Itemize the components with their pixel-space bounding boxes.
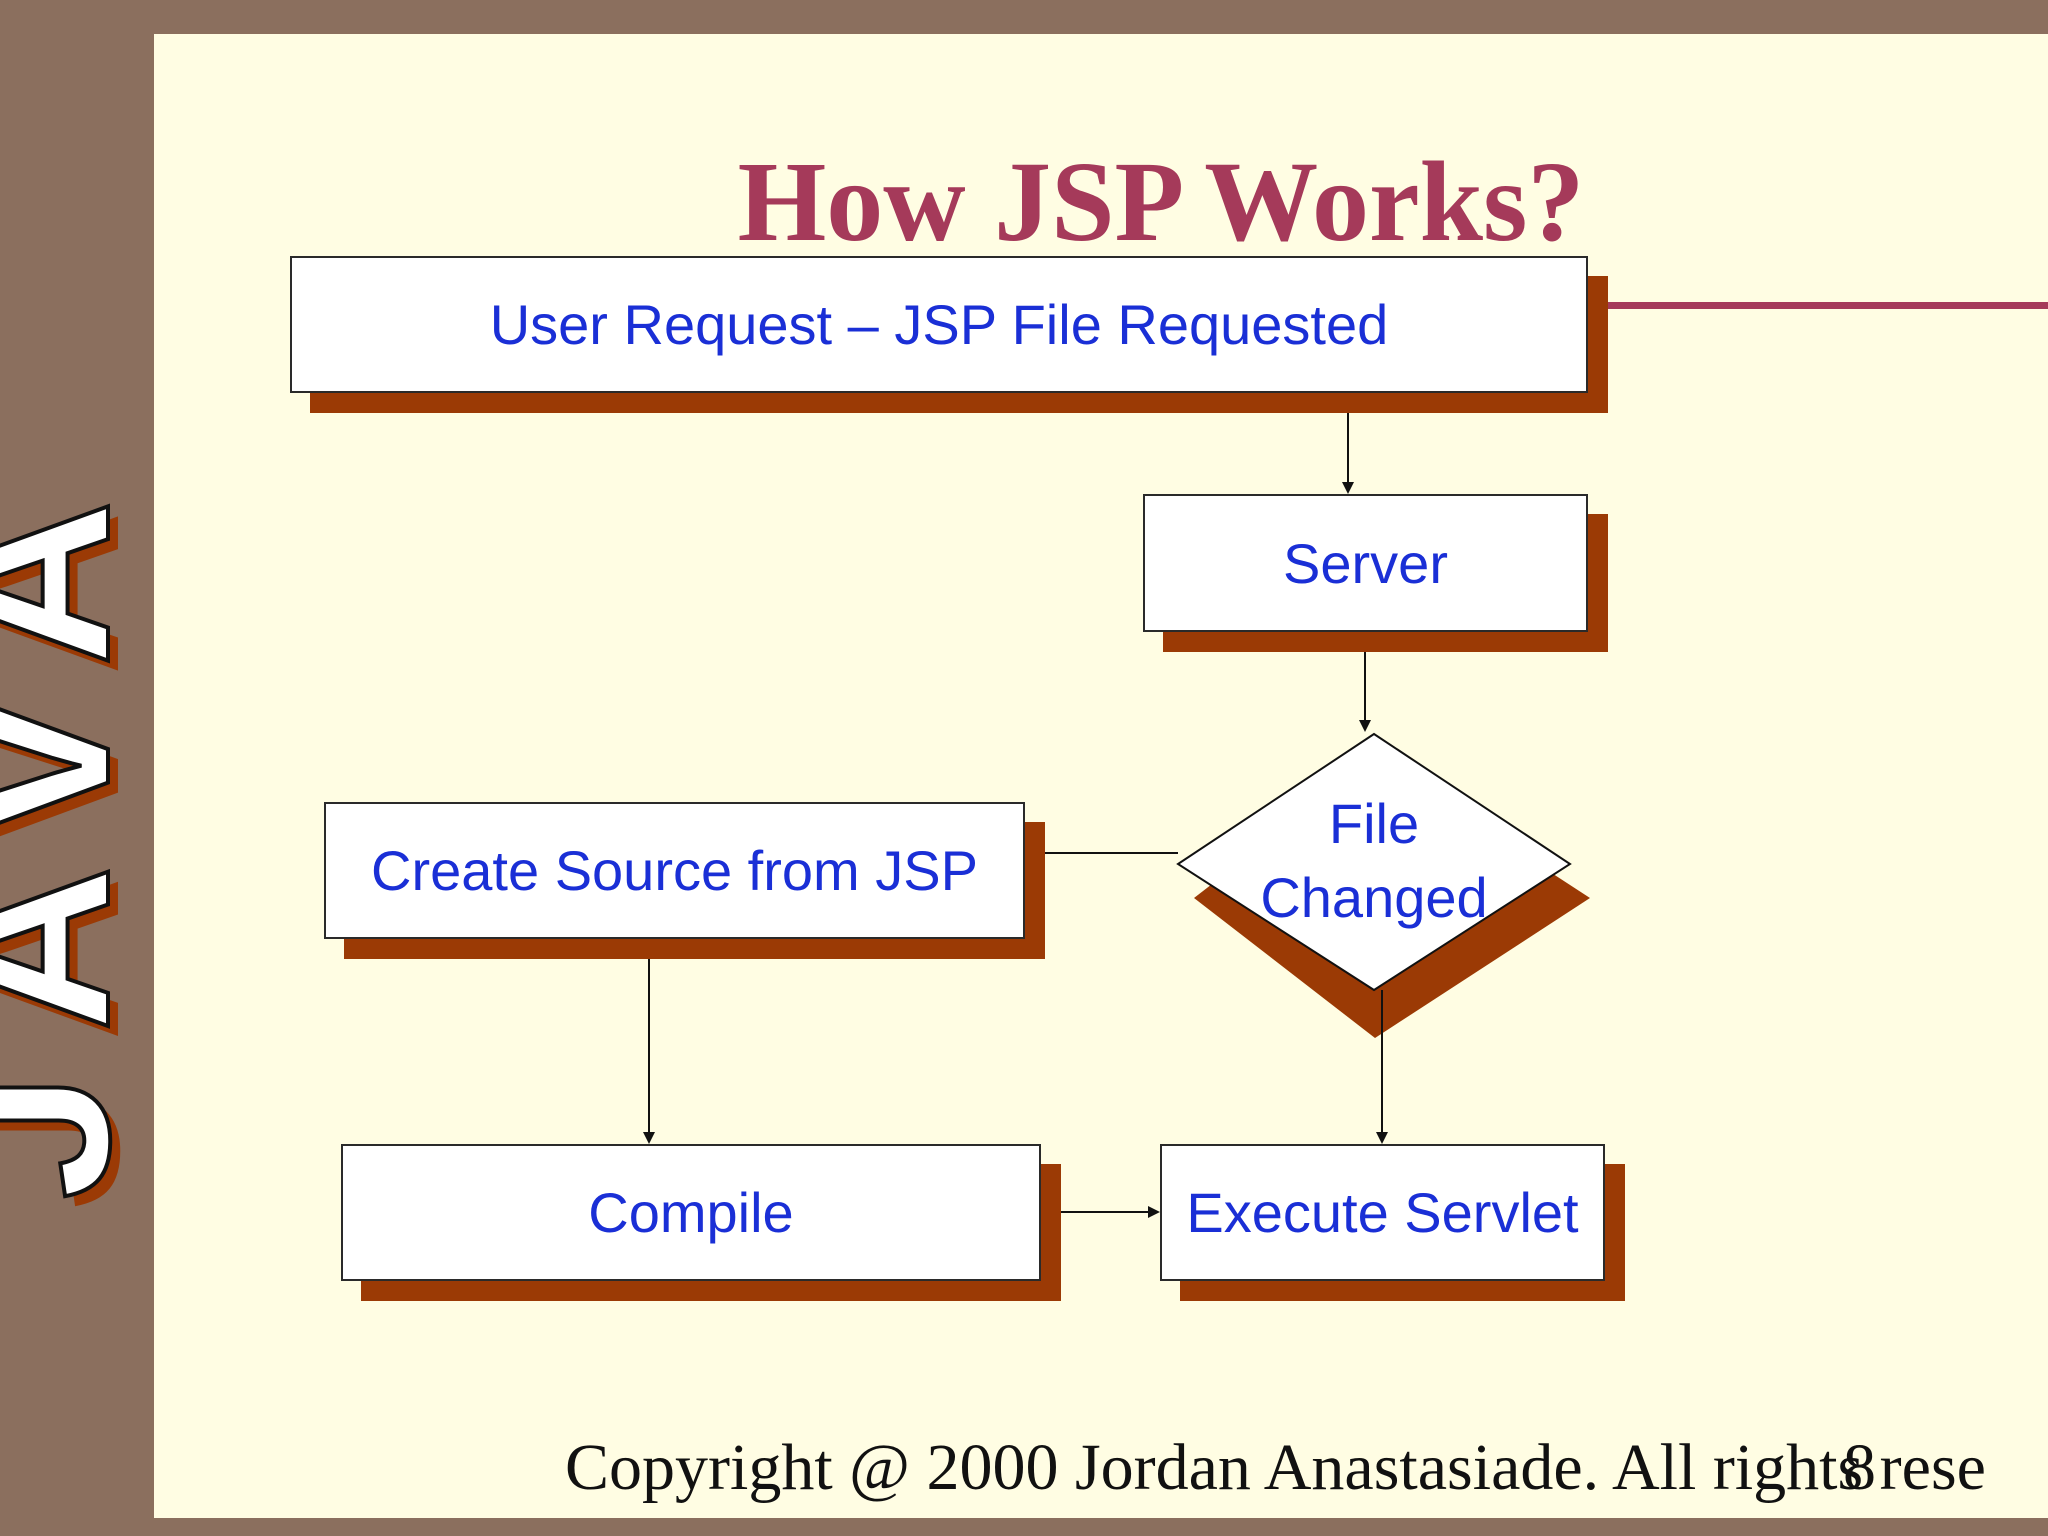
- node-server-label: Server: [1283, 531, 1448, 595]
- node-create-source: Create Source from JSP: [324, 802, 1025, 939]
- node-server: Server: [1143, 494, 1588, 632]
- node-user-request-label: User Request – JSP File Requested: [489, 293, 1389, 356]
- page-number: 8: [1843, 1431, 1876, 1504]
- copyright-footer: Copyright @ 2000 Jordan Anastasiade. All…: [565, 1431, 1986, 1504]
- flowchart-connectors: [643, 394, 1590, 1218]
- node-compile-label: Compile: [588, 1181, 794, 1244]
- node-execute-servlet-label: Execute Servlet: [1186, 1181, 1579, 1244]
- decision-diamond: [1176, 732, 1572, 992]
- svg-text:JAVA: JAVA: [0, 470, 154, 1209]
- slide-canvas: How JSP Works? User Request – JSP File R…: [154, 34, 2048, 1518]
- java-logo: JAVA JAVA: [0, 458, 154, 1209]
- node-file-changed-label: File Changed: [1214, 796, 1534, 926]
- node-execute-servlet: Execute Servlet: [1160, 1144, 1605, 1281]
- svg-text:JAVA: JAVA: [0, 460, 154, 1199]
- file-changed-line2: Changed: [1260, 866, 1488, 929]
- file-changed-line1: File: [1328, 792, 1420, 855]
- slide-title: How JSP Works?: [737, 138, 1585, 265]
- node-compile: Compile: [341, 1144, 1041, 1281]
- node-create-source-label: Create Source from JSP: [371, 839, 978, 902]
- node-user-request: User Request – JSP File Requested: [290, 256, 1588, 393]
